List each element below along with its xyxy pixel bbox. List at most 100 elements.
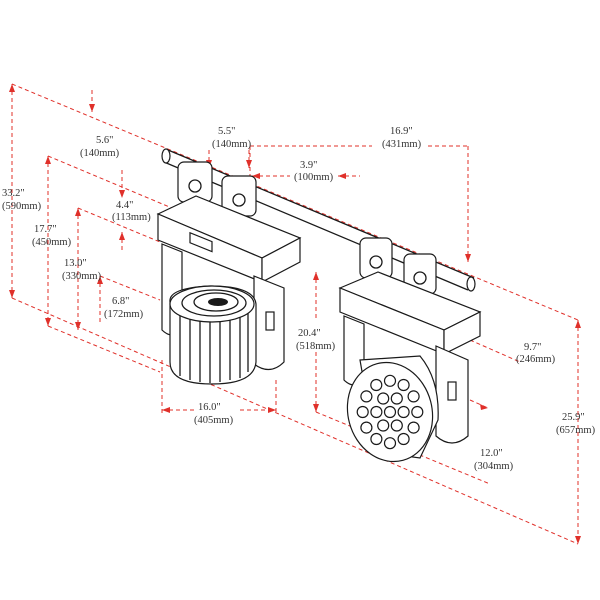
- led-lens: [390, 392, 403, 405]
- pipe-end-left: [161, 148, 171, 164]
- label-6-8-metric: (172mm): [104, 309, 144, 320]
- label-4-4-imperial: 4.4": [116, 200, 133, 211]
- arrow: [97, 276, 103, 284]
- dimension-labels: 5.6" (140mm) 5.5" (140mm) 16.9" (431mm) …: [2, 126, 596, 472]
- right-led-array: [356, 374, 424, 450]
- label-25-9-imperial: 25.9": [562, 412, 585, 423]
- led-lens: [377, 392, 390, 405]
- label-17-7-metric: (450mm): [32, 237, 72, 248]
- arrow: [268, 407, 276, 413]
- arrow: [480, 404, 488, 410]
- led-lens: [360, 390, 373, 403]
- dim-line-6-8-diag: [47, 325, 161, 373]
- clamp-bolt: [232, 193, 246, 207]
- right-base-side: [443, 311, 481, 355]
- label-25-9-metric: (657mm): [556, 425, 596, 436]
- clamp-bolt: [188, 179, 202, 193]
- left-clamps: [177, 161, 257, 217]
- yoke-label: [447, 381, 457, 401]
- arrow: [313, 404, 319, 412]
- arrow: [9, 84, 15, 92]
- led-lens: [370, 405, 383, 419]
- arrow: [119, 232, 125, 240]
- dimension-arrows: [9, 84, 581, 544]
- arrow: [119, 190, 125, 198]
- led-lens: [390, 419, 403, 432]
- led-lens: [397, 378, 410, 392]
- arrow: [575, 320, 581, 328]
- arrow: [45, 318, 51, 326]
- label-20-4-metric: (518mm): [296, 341, 336, 352]
- left-moving-head-fixture: [156, 161, 302, 385]
- label-12-0-imperial: 12.0": [480, 448, 503, 459]
- dim-line-13-0-diag: [99, 275, 161, 301]
- label-20-4-imperial: 20.4": [298, 328, 321, 339]
- arrow: [338, 173, 346, 179]
- label-17-7-imperial: 17.7": [34, 224, 57, 235]
- led-lens: [370, 432, 383, 446]
- arrow: [252, 173, 260, 179]
- led-lens: [383, 405, 397, 419]
- led-lens: [397, 405, 410, 419]
- led-lens: [377, 419, 390, 432]
- label-3-9-imperial: 3.9": [300, 160, 317, 171]
- label-9-7-metric: (246mm): [516, 354, 556, 365]
- right-moving-head-fixture: [338, 237, 482, 463]
- dim-line-9-7: [469, 339, 521, 363]
- left-base-side: [261, 237, 301, 283]
- led-lens: [356, 405, 369, 419]
- label-13-0-metric: (330mm): [62, 271, 102, 282]
- left-lens-center: [208, 298, 228, 306]
- label-4-4-metric: (113mm): [112, 212, 151, 223]
- label-9-7-imperial: 9.7": [524, 342, 541, 353]
- yoke-label: [265, 311, 275, 331]
- left-lens-ring: [181, 289, 247, 317]
- pipe-end-right: [466, 276, 476, 292]
- arrow: [9, 290, 15, 298]
- arrow: [246, 160, 252, 168]
- led-lens: [407, 390, 420, 403]
- label-13-0-imperial: 13.0": [64, 258, 87, 269]
- arrow: [75, 322, 81, 330]
- label-16-0-metric: (405mm): [194, 415, 234, 426]
- label-16-0-imperial: 16.0": [198, 402, 221, 413]
- clamp-bolt: [413, 271, 427, 285]
- led-lens: [407, 421, 420, 434]
- arrow: [75, 208, 81, 216]
- led-lens: [360, 421, 373, 434]
- arrow: [313, 272, 319, 280]
- led-lens: [411, 405, 424, 419]
- dim-line-4-4-diag: [77, 207, 161, 243]
- label-33-2-imperial: 33.2": [2, 188, 25, 199]
- left-head-fins: [179, 310, 249, 383]
- dim-line-5-6-diag: [47, 155, 211, 225]
- label-33-2-metric: (590mm): [2, 201, 42, 212]
- arrow: [162, 407, 170, 413]
- label-6-8-imperial: 6.8": [112, 296, 129, 307]
- label-5-6-imperial: 5.6": [96, 135, 113, 146]
- arrow: [89, 104, 95, 112]
- dimension-lines: [11, 83, 579, 545]
- arrow: [45, 156, 51, 164]
- left-lens-ring: [193, 292, 239, 312]
- clamp-bolt: [369, 255, 383, 269]
- dim-line-bottom-diagonal: [11, 297, 579, 545]
- label-16-9-metric: (431mm): [382, 139, 422, 150]
- arrow: [465, 254, 471, 262]
- left-display: [189, 231, 213, 253]
- label-5-6-metric: (140mm): [80, 148, 120, 159]
- label-16-9-imperial: 16.9": [390, 126, 413, 137]
- label-5-5-imperial: 5.5": [218, 126, 235, 137]
- right-clamps: [359, 237, 437, 295]
- led-lens: [370, 378, 383, 392]
- dim-line-top-diagonal: [11, 83, 579, 321]
- led-lens: [397, 432, 410, 446]
- label-5-5-metric: (140mm): [212, 139, 252, 150]
- label-12-0-metric: (304mm): [474, 461, 514, 472]
- led-lens: [383, 374, 397, 387]
- led-lens: [383, 437, 397, 450]
- label-3-9-metric: (100mm): [294, 172, 334, 183]
- right-clamp-1: [359, 237, 393, 279]
- arrow: [575, 536, 581, 544]
